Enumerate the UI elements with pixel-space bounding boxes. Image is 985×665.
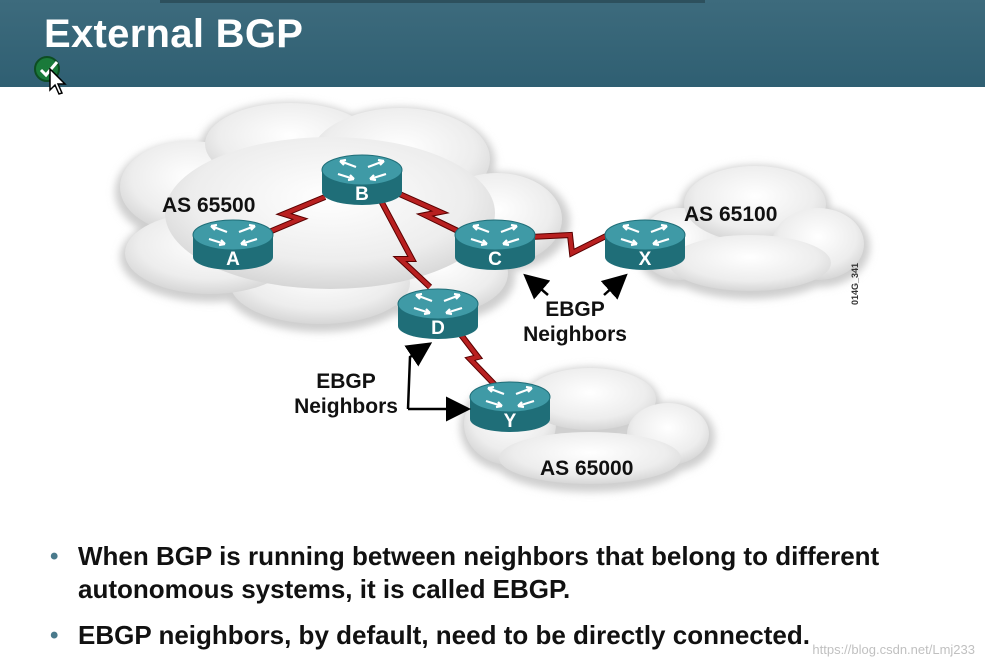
router-a[interactable]: A — [192, 219, 274, 270]
bullet-item: • When BGP is running between neighbors … — [50, 540, 950, 606]
ebgp-annotation-left: EBGP Neighbors — [294, 342, 471, 422]
bullet-list: • When BGP is running between neighbors … — [50, 540, 950, 665]
bullet-dot-icon: • — [50, 543, 59, 570]
bullet-dot-icon: • — [50, 622, 59, 649]
router-y[interactable]: Y — [469, 381, 551, 432]
ebgp-right-line1: EBGP — [545, 298, 605, 321]
router-c[interactable]: C — [454, 219, 536, 270]
bullet-text: EBGP neighbors, by default, need to be d… — [78, 620, 810, 650]
router-x[interactable]: X — [604, 219, 686, 270]
cloud-as-65500 — [115, 102, 570, 332]
router-label-y: Y — [504, 411, 517, 432]
network-diagram: A B C D — [115, 102, 870, 492]
slide-title: External BGP — [44, 12, 304, 56]
bullet-item: • EBGP neighbors, by default, need to be… — [50, 619, 950, 652]
router-label-c: C — [488, 249, 502, 270]
ebgp-left-line2: Neighbors — [294, 395, 398, 418]
watermark: https://blog.csdn.net/Lmj233 — [812, 642, 975, 657]
arrow-to-router-d — [404, 342, 433, 410]
router-label-b: B — [355, 184, 369, 205]
links — [260, 189, 610, 390]
ebgp-annotation-right: EBGP Neighbors — [523, 273, 628, 346]
slide-header: External BGP — [0, 0, 985, 95]
router-label-x: X — [639, 249, 652, 270]
arrow-to-router-c — [523, 273, 551, 300]
figure-id: 014G_341 — [850, 263, 860, 305]
router-b[interactable]: B — [321, 154, 403, 205]
as-label-65000: AS 65000 — [540, 457, 633, 480]
as-label-65500: AS 65500 — [162, 194, 255, 217]
ebgp-right-line2: Neighbors — [523, 323, 627, 346]
bullet-text: When BGP is running between neighbors th… — [78, 541, 880, 604]
router-label-a: A — [226, 249, 240, 270]
header-shadow — [160, 0, 705, 3]
as-label-65100: AS 65100 — [684, 203, 777, 226]
ebgp-left-line1: EBGP — [316, 370, 376, 393]
arrow-to-router-x — [600, 273, 628, 300]
router-label-d: D — [431, 318, 445, 339]
mouse-cursor-icon — [49, 68, 67, 95]
router-d[interactable]: D — [397, 288, 479, 339]
